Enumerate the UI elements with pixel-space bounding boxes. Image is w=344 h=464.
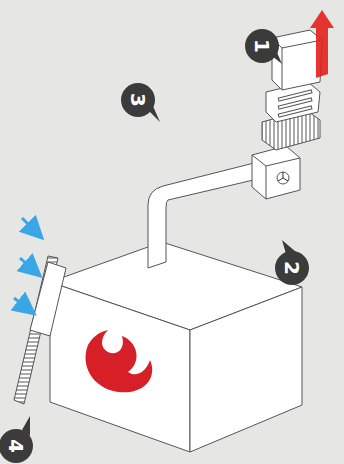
air-grille	[14, 256, 66, 404]
duct	[148, 162, 262, 268]
filter-stack	[262, 82, 320, 150]
callout-number: 4	[2, 432, 30, 460]
callout-bubbles	[0, 29, 309, 463]
flame-logo	[86, 330, 153, 392]
exhaust-arrow	[310, 10, 334, 78]
fan-unit	[252, 146, 300, 199]
callout-number: 1	[248, 32, 276, 60]
intake-arrows	[14, 218, 40, 312]
callout-number: 2	[278, 254, 306, 282]
boiler	[50, 242, 302, 452]
exhaust-unit	[272, 30, 322, 90]
callout-number: 3	[124, 86, 152, 114]
